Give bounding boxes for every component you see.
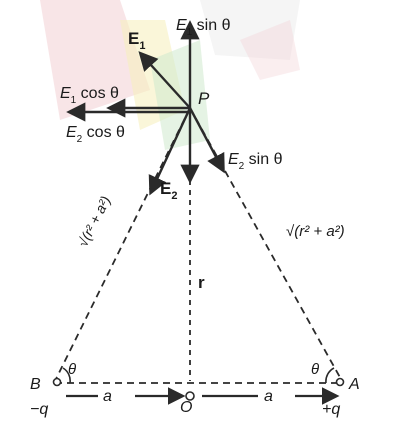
left-side-dashed	[54, 107, 191, 382]
label-e1: E1	[128, 29, 145, 52]
label-point-p: P	[198, 89, 210, 108]
arrow-e1	[138, 51, 191, 109]
label-r: r	[198, 273, 205, 292]
label-left-distance: √(r² + a²)	[74, 193, 113, 249]
label-e2: E2	[160, 179, 177, 202]
label-o: O	[180, 399, 192, 416]
label-e2-cos: E2 cos θ	[66, 124, 125, 145]
label-minus-q: −q	[30, 401, 48, 418]
vector-arrows	[66, 20, 225, 196]
background-watermark	[40, 0, 300, 150]
theta-right-arc	[325, 367, 335, 384]
label-theta-right: θ	[311, 361, 319, 378]
label-b: B	[30, 376, 41, 393]
theta-left-arc	[62, 367, 71, 384]
arrow-e2	[148, 107, 192, 196]
label-e2-sin: E2 sin θ	[228, 151, 283, 172]
geometry-lines	[54, 107, 343, 384]
origin-dot	[185, 391, 195, 401]
angle-arcs	[62, 367, 335, 384]
label-a-point: A	[348, 376, 360, 393]
charge-a-dot	[335, 377, 345, 387]
label-theta-left: θ	[68, 361, 76, 378]
label-plus-q: +q	[322, 401, 340, 418]
label-e1-sin: E1 sin θ	[176, 17, 231, 38]
arrow-e2-sin	[188, 107, 225, 174]
charge-b-dot	[52, 377, 62, 387]
label-left-a: a	[103, 388, 112, 405]
label-right-distance: √(r² + a²)	[286, 223, 345, 240]
label-e1-cos: E1 cos θ	[60, 85, 119, 106]
label-right-a: a	[264, 388, 273, 405]
